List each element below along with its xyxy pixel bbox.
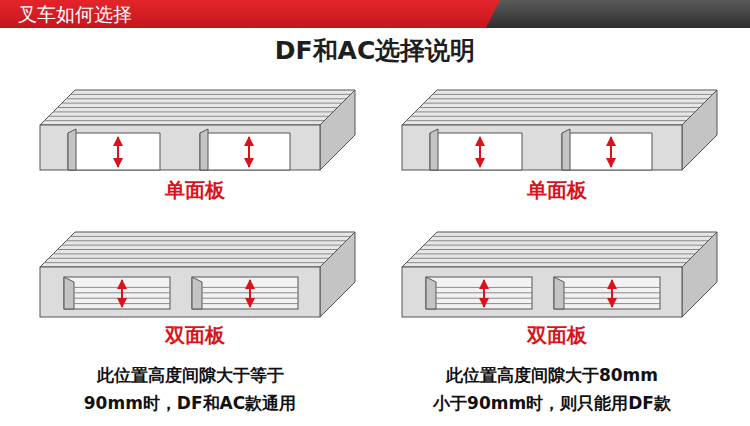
pallet-type: 单面板 — [527, 177, 587, 204]
gap-arrow — [249, 280, 251, 307]
pallet-type: 双面板 — [165, 322, 225, 349]
gap-arrow — [479, 137, 481, 167]
double-pallet — [40, 232, 355, 317]
note-text: 小于90mm时，则只能用DF款 — [433, 392, 671, 415]
gap-arrow — [121, 280, 123, 307]
diagram-title: DF和AC选择说明 — [275, 34, 476, 67]
header-text: 叉车如何选择 — [18, 2, 132, 28]
pallet-type: 单面板 — [165, 177, 225, 204]
header-bar — [0, 0, 750, 28]
note-text: 90mm时，DF和AC款通用 — [84, 392, 296, 415]
gap-arrow — [248, 137, 250, 167]
note-text: 此位置高度间隙大于80mm — [446, 364, 658, 387]
pallet-type: 双面板 — [527, 322, 587, 349]
header-red — [0, 0, 500, 28]
double-pallet — [402, 232, 717, 317]
single-pallet — [40, 90, 355, 170]
note-text: 此位置高度间隙大于等于 — [97, 364, 284, 387]
gap-arrow — [483, 280, 485, 307]
gap-arrow — [611, 280, 613, 307]
gap-arrow — [117, 137, 119, 167]
gap-arrow — [610, 137, 612, 167]
single-pallet — [402, 90, 717, 170]
header-banner: 叉车如何选择 — [18, 2, 132, 28]
